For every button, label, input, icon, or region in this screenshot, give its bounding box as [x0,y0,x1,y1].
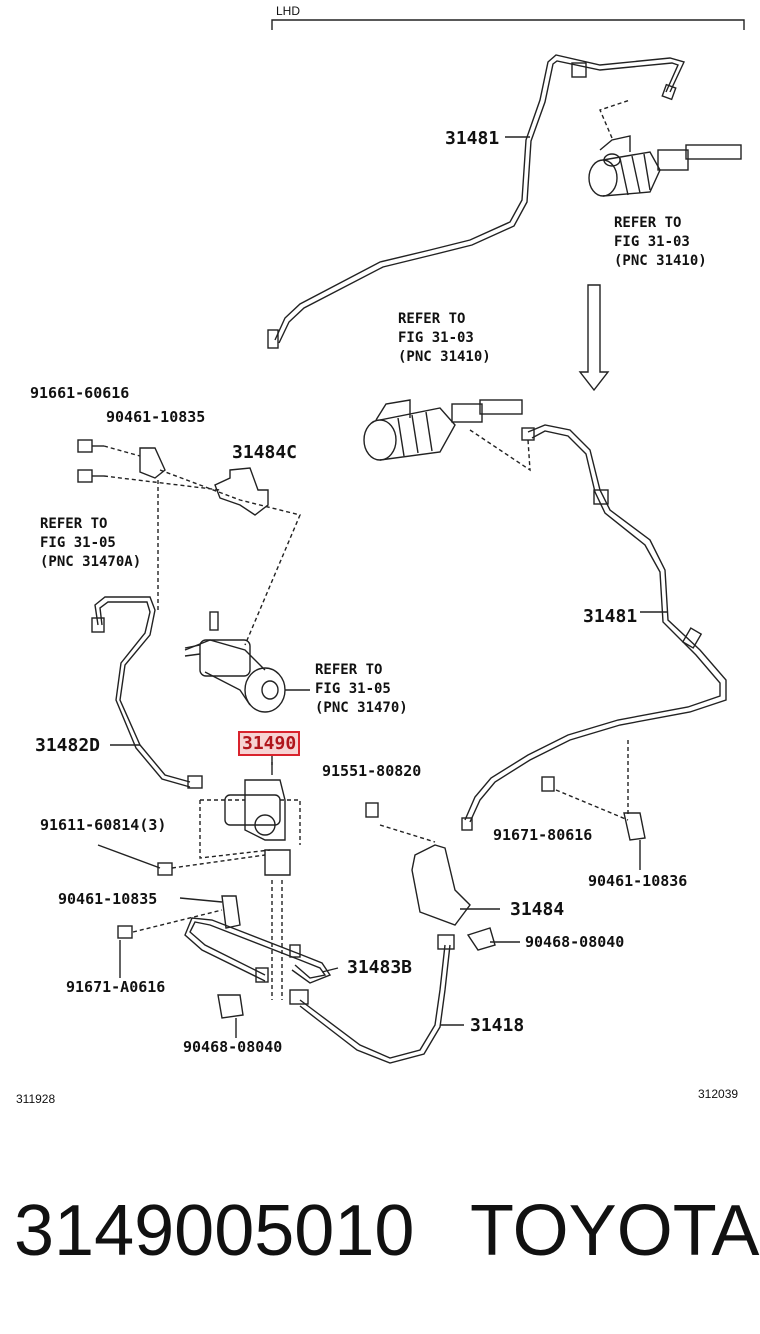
label-31484: 31484 [510,899,565,920]
part-31490-icon [224,762,291,876]
bolt-icon [365,802,379,818]
clip-icon [217,994,244,1019]
label-90461-10835-a: 90461-10835 [106,408,206,426]
label-91551-80820: 91551-80820 [322,762,422,780]
figure-code-right: 312039 [698,1087,739,1101]
bracket-icon [139,447,166,479]
fitting-icon [289,989,309,1005]
pipe-31481-right [464,424,727,823]
pipe-31483B [184,917,332,984]
bolt-icon [157,862,173,876]
label-31418: 31418 [470,1015,525,1036]
clip-icon [593,489,609,505]
label-91661-60616: 91661-60616 [30,384,130,402]
bolt-icon [77,439,104,483]
down-arrow-icon [578,284,610,392]
hose-31418 [299,944,451,1064]
label-31483B: 31483B [347,957,413,978]
fitting-icon [437,934,455,950]
label-90461-10836: 90461-10836 [588,872,688,890]
label-90468-08040-b: 90468-08040 [183,1038,283,1056]
bracket-31484C-icon [214,467,269,516]
refer-note-cylinder: REFER TO FIG 31-05 (PNC 31470) [315,662,408,716]
brand-name: TOYOTA [470,1191,760,1271]
clip-icon [571,62,587,78]
label-31484C: 31484C [232,442,298,463]
master-cylinder-top-icon [588,135,742,197]
bolt-icon [117,925,133,939]
clip-icon [466,927,496,951]
label-31481-top: 31481 [445,128,500,149]
bracket-icon [623,812,646,841]
label-90468-08040-a: 90468-08040 [525,933,625,951]
bracket-icon [221,895,241,929]
refer-note-left: REFER TO FIG 31-05 (PNC 31470A) [40,516,142,570]
label-31482D: 31482D [35,735,101,756]
lhd-label: LHD [276,4,301,18]
bolt-icon [541,776,555,792]
lhd-bracket [271,19,745,30]
pipe-31482D [94,596,191,788]
fitting-icon [267,329,279,349]
part-number-title: 3149005010 [14,1191,415,1271]
refer-note-mid: REFER TO FIG 31-03 (PNC 31410) [398,311,491,365]
master-cylinder-mid-icon [363,399,523,461]
label-91611-60814: 91611-60814(3) [40,816,167,834]
label-90461-10835-b: 90461-10835 [58,890,158,908]
refer-note-top: REFER TO FIG 31-03 (PNC 31410) [614,215,707,269]
label-31490-highlighted[interactable]: 31490 [237,731,301,756]
label-91671-80616: 91671-80616 [493,826,593,844]
label-31481-right: 31481 [583,606,638,627]
release-cylinder-icon [184,611,286,713]
figure-code-left: 311928 [16,1092,56,1106]
bracket-31484-icon [411,844,471,926]
label-91671-A0616: 91671-A0616 [66,978,166,996]
pipe-31481-top [274,54,685,344]
